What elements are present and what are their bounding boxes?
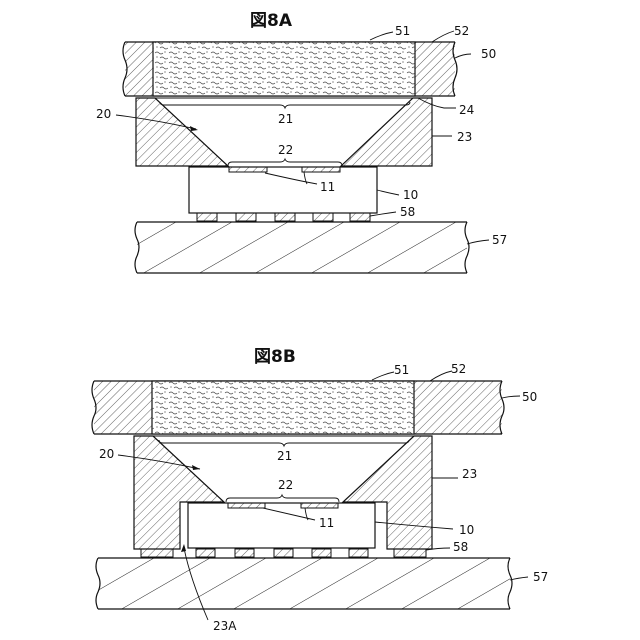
label-50: 50: [481, 47, 496, 61]
electrode-11-right: [301, 503, 338, 508]
label-24: 24: [459, 103, 474, 117]
bracket-22: [228, 159, 342, 166]
label-11: 11: [319, 516, 334, 530]
label-58: 58: [453, 540, 468, 554]
figure-8b: 図8B: [92, 347, 548, 633]
figure-8a: 図8A: [96, 11, 507, 273]
figure-8b-title: 図8B: [254, 347, 296, 367]
electrode-11-right: [302, 167, 340, 172]
chip-10: [188, 503, 375, 548]
label-23a: 23A: [213, 619, 237, 633]
substrate-57: [135, 222, 469, 273]
label-10: 10: [459, 523, 474, 537]
label-51: 51: [394, 363, 409, 377]
bumps-58: [197, 213, 370, 221]
label-11: 11: [320, 180, 335, 194]
label-23: 23: [462, 467, 477, 481]
substrate-57: [96, 558, 512, 609]
label-22: 22: [278, 478, 293, 492]
label-58: 58: [400, 205, 415, 219]
chip-10: [189, 167, 377, 213]
electrode-11-left: [229, 167, 267, 172]
electrode-11-left: [228, 503, 265, 508]
bracket-21: [160, 102, 410, 108]
label-51: 51: [395, 24, 410, 38]
label-23: 23: [457, 130, 472, 144]
label-20: 20: [96, 107, 111, 121]
label-52: 52: [451, 362, 466, 376]
label-21: 21: [277, 449, 292, 463]
label-21: 21: [278, 112, 293, 126]
label-57: 57: [492, 233, 507, 247]
label-10: 10: [403, 188, 418, 202]
figure-8a-title: 図8A: [250, 11, 293, 31]
label-57: 57: [533, 570, 548, 584]
label-50: 50: [522, 390, 537, 404]
label-20: 20: [99, 447, 114, 461]
label-22: 22: [278, 143, 293, 157]
bracket-21: [159, 440, 409, 446]
label-52: 52: [454, 24, 469, 38]
bracket-22: [226, 495, 339, 502]
